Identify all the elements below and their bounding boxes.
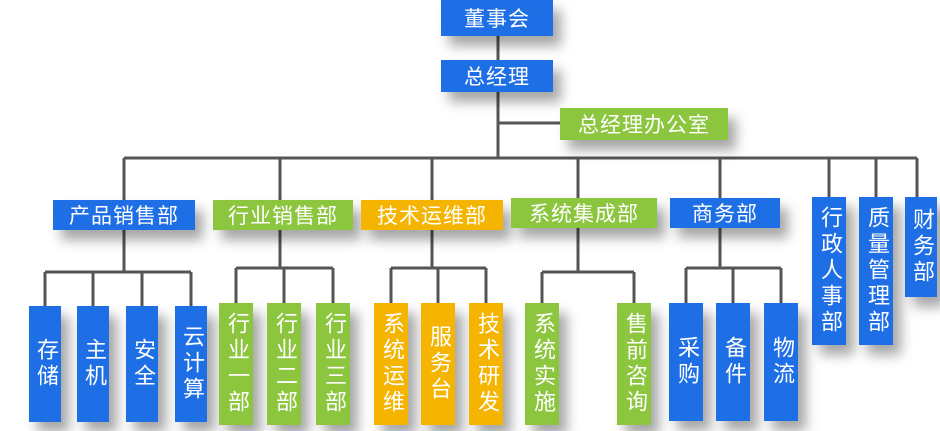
team-label: 存储 (33, 338, 58, 390)
team-label: 服务台 (426, 325, 451, 403)
general-manager-box: 总经理 (441, 60, 553, 92)
team-label: 技术研发 (474, 312, 499, 416)
team-label: 安全 (130, 338, 155, 390)
gm-office-label: 总经理办公室 (578, 113, 710, 137)
dept-industry-sales: 行业销售部 (213, 200, 353, 230)
team-box: 采购 (669, 303, 703, 421)
dept-label: 技术运维部 (377, 204, 487, 228)
team-box: 行业三部 (316, 303, 350, 425)
team-label: 系统实施 (530, 312, 555, 416)
dept-admin-hr: 行政人事部 (812, 197, 846, 345)
team-box: 售前咨询 (617, 303, 651, 425)
team-label: 系统运维 (379, 312, 404, 416)
team-label: 行业二部 (272, 312, 297, 416)
team-label: 主机 (81, 338, 106, 390)
dept-label: 产品销售部 (69, 204, 179, 228)
team-box: 技术研发 (469, 303, 503, 425)
team-box: 备件 (716, 303, 750, 421)
dept-system-integration: 系统集成部 (511, 198, 657, 228)
team-box: 云计算 (175, 306, 207, 422)
team-box: 行业一部 (219, 303, 253, 425)
team-label: 备件 (721, 336, 746, 388)
dept-label: 质量管理部 (864, 206, 889, 336)
team-box: 系统实施 (525, 303, 559, 425)
dept-label: 行业销售部 (228, 204, 338, 228)
general-manager-label: 总经理 (464, 65, 530, 89)
team-label: 云计算 (179, 325, 204, 403)
dept-finance: 财务部 (905, 197, 937, 297)
team-label: 采购 (674, 336, 699, 388)
board-box: 董事会 (441, 0, 553, 36)
dept-quality-management: 质量管理部 (859, 197, 893, 345)
dept-label: 财务部 (909, 208, 934, 286)
team-box: 物流 (764, 303, 798, 421)
dept-label: 行政人事部 (817, 206, 842, 336)
dept-business: 商务部 (670, 198, 780, 228)
team-box: 服务台 (421, 303, 455, 425)
team-box: 行业二部 (267, 303, 301, 425)
dept-label: 系统集成部 (529, 202, 639, 226)
team-label: 物流 (769, 336, 794, 388)
gm-office-box: 总经理办公室 (560, 108, 728, 140)
dept-tech-ops: 技术运维部 (361, 200, 503, 230)
board-label: 董事会 (464, 7, 530, 31)
team-box: 主机 (77, 306, 109, 422)
dept-product-sales: 产品销售部 (53, 200, 195, 230)
team-label: 行业一部 (224, 312, 249, 416)
team-label: 行业三部 (321, 312, 346, 416)
team-box: 安全 (126, 306, 158, 422)
team-box: 存储 (29, 306, 61, 422)
team-box: 系统运维 (374, 303, 408, 425)
team-label: 售前咨询 (622, 312, 647, 416)
dept-label: 商务部 (692, 202, 758, 226)
